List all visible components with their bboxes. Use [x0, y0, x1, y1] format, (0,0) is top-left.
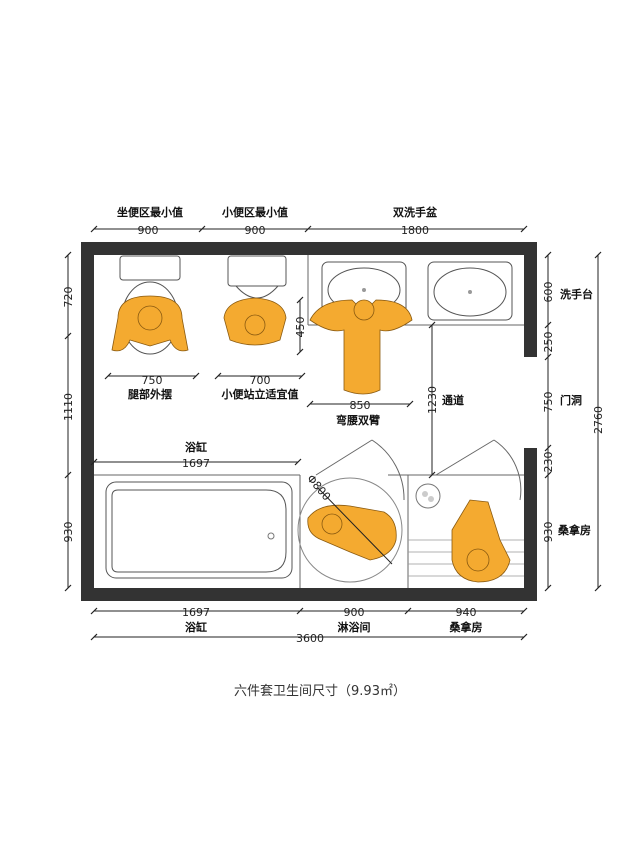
bathtub-bottom-label: 浴缸	[185, 620, 207, 634]
person-shower-icon	[307, 504, 397, 561]
dim-900-bottom: 900	[344, 606, 365, 619]
dim-900-urinal: 900	[245, 224, 266, 237]
dim-720-left: 720	[62, 287, 75, 308]
door-opening-label: 门洞	[560, 393, 582, 407]
dim-1110-left: 1110	[62, 393, 75, 421]
passage-label: 通道	[442, 393, 464, 407]
dim-600-right: 600	[542, 282, 555, 303]
bottom-dimension-line-1	[90, 607, 528, 615]
person-toilet-icon	[111, 295, 189, 352]
interior-dim-850	[306, 400, 414, 408]
dim-1230: 1230	[426, 386, 439, 414]
bathtub-icon	[105, 481, 293, 579]
bathtub-label: 浴缸	[185, 440, 207, 454]
dim-1800-basin: 1800	[401, 224, 429, 237]
dim-2760-right: 2760	[592, 406, 605, 434]
dim-1697-bottom: 1697	[182, 606, 210, 619]
top-dimension-line	[90, 225, 528, 233]
interior-dim-750	[104, 372, 200, 380]
dim-850: 850	[350, 399, 371, 412]
dim-450: 450	[294, 317, 307, 338]
dim-930-right: 930	[542, 522, 555, 543]
double-basin-label: 双洗手盆	[393, 205, 438, 219]
person-sauna-icon	[451, 499, 511, 583]
walls	[81, 242, 537, 601]
urinal-stand-label: 小便站立适宜值	[221, 387, 299, 401]
dim-940-bottom: 940	[456, 606, 477, 619]
shower-circle-icon	[297, 477, 441, 583]
dim-3600-bottom: 3600	[296, 632, 324, 645]
dim-930-left: 930	[62, 522, 75, 543]
dim-900-toilet: 900	[138, 224, 159, 237]
left-dimension-line	[64, 251, 72, 592]
interior-dim-1230	[428, 321, 436, 479]
basin-right-icon	[427, 261, 513, 321]
washstand-label: 洗手台	[560, 287, 593, 301]
interior-dim-700	[214, 372, 306, 380]
dim-750-leg: 750	[142, 374, 163, 387]
leg-swing-label: 腿部外摆	[128, 387, 172, 401]
person-basin-icon	[309, 299, 413, 395]
figure-caption: 六件套卫生间尺寸（9.93㎡）	[234, 684, 406, 699]
dim-1697-interior: 1697	[182, 457, 210, 470]
dim-250-right: 250	[542, 332, 555, 353]
dim-700-urinal: 700	[250, 374, 271, 387]
sauna-right-label: 桑拿房	[557, 523, 591, 537]
urinal-min-label: 小便区最小值	[221, 205, 288, 219]
bottom-dimension-line-2	[90, 633, 528, 641]
person-urinal-icon	[223, 297, 287, 346]
shower-bottom-label: 淋浴间	[338, 620, 371, 634]
right-dimension-line	[544, 251, 602, 592]
dim-750-right: 750	[542, 392, 555, 413]
dim-230-right: 230	[542, 452, 555, 473]
bend-arms-label: 弯腰双臂	[336, 413, 380, 427]
interior-dim-1697	[90, 458, 302, 466]
interior-dim-450	[296, 296, 304, 356]
sauna-bottom-label: 桑拿房	[449, 620, 483, 634]
urinal-icon	[227, 255, 287, 299]
shower-diameter-line	[317, 487, 393, 565]
toilet-min-label: 坐便区最小值	[117, 205, 183, 219]
